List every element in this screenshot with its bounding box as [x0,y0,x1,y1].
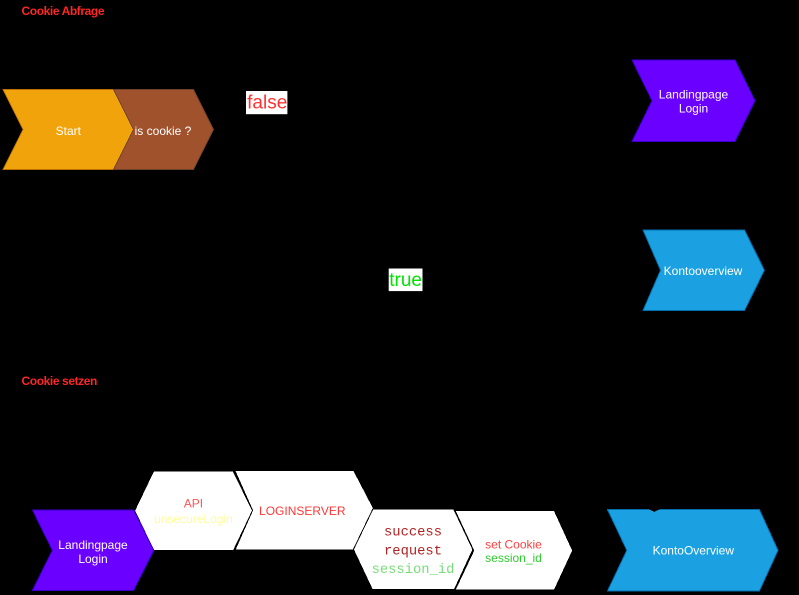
svg-text:Landingpage: Landingpage [659,88,729,102]
svg-text:Kontooverview: Kontooverview [664,264,743,278]
svg-text:is cookie ?: is cookie ? [135,124,192,138]
svg-text:false: false [247,93,287,114]
svg-text:success: success [384,525,442,540]
svg-text:Cookie setzen: Cookie setzen [22,374,98,388]
svg-text:Cookie Abfrage: Cookie Abfrage [22,4,105,18]
svg-text:set Cookie: set Cookie [485,538,542,552]
svg-text:Login: Login [679,102,708,116]
svg-text:LOGINSERVER: LOGINSERVER [259,504,346,518]
svg-text:Start: Start [56,124,82,138]
svg-text:Login: Login [78,552,107,566]
svg-text:session_id: session_id [372,562,455,578]
svg-text:KontoOverview: KontoOverview [653,543,735,557]
svg-text:unsecureLogin: unsecureLogin [154,512,233,526]
svg-text:API: API [184,497,203,511]
svg-text:request: request [384,545,442,560]
svg-text:true: true [389,270,422,291]
svg-text:session_id: session_id [485,551,542,565]
svg-text:Landingpage: Landingpage [58,538,128,552]
